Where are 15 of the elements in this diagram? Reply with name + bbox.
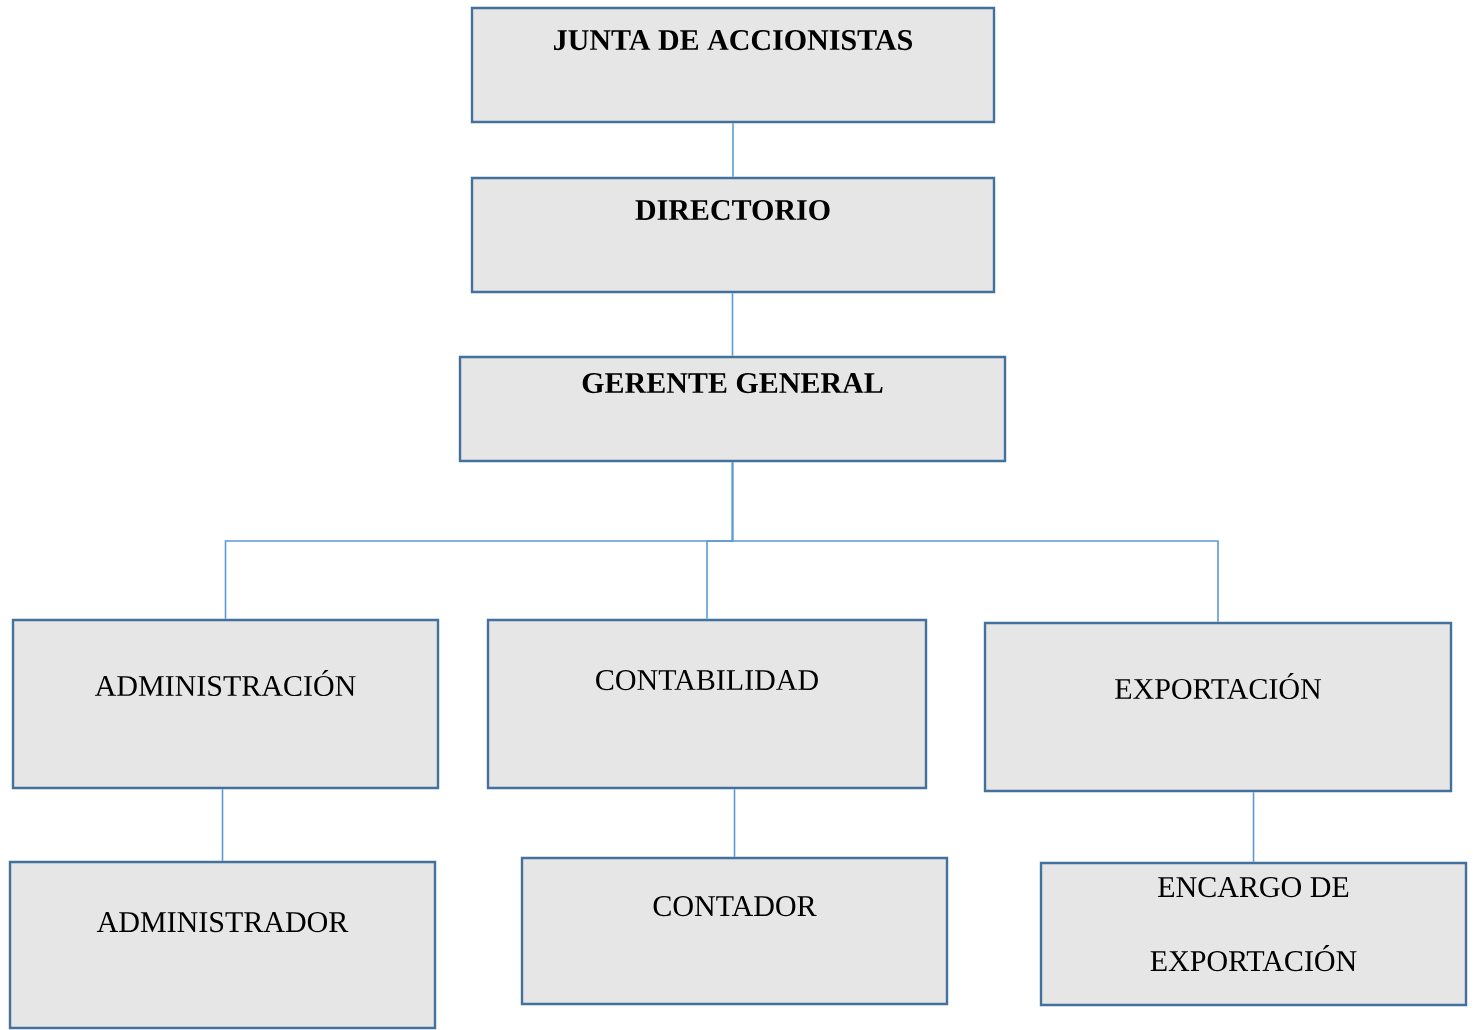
- org-box: EXPORTACIÓN: [983, 621, 1453, 793]
- org-box: ADMINISTRACIÓN: [11, 618, 440, 790]
- org-box: GERENTE GENERAL: [458, 355, 1007, 463]
- connector-line: [221, 788, 224, 862]
- connector-line: [731, 292, 734, 357]
- org-box: CONTADOR: [520, 856, 949, 1006]
- connector-line: [733, 788, 736, 858]
- connector-line: [731, 461, 1219, 623]
- org-box: CONTABILIDAD: [486, 618, 928, 790]
- org-box: ADMINISTRADOR: [8, 860, 437, 1030]
- org-box: JUNTA DE ACCIONISTAS: [470, 6, 996, 124]
- org-box: DIRECTORIO: [470, 176, 996, 294]
- org-box: ENCARGO DE EXPORTACIÓN: [1039, 861, 1468, 1007]
- connector-line: [732, 122, 734, 178]
- connector-line: [1252, 791, 1255, 863]
